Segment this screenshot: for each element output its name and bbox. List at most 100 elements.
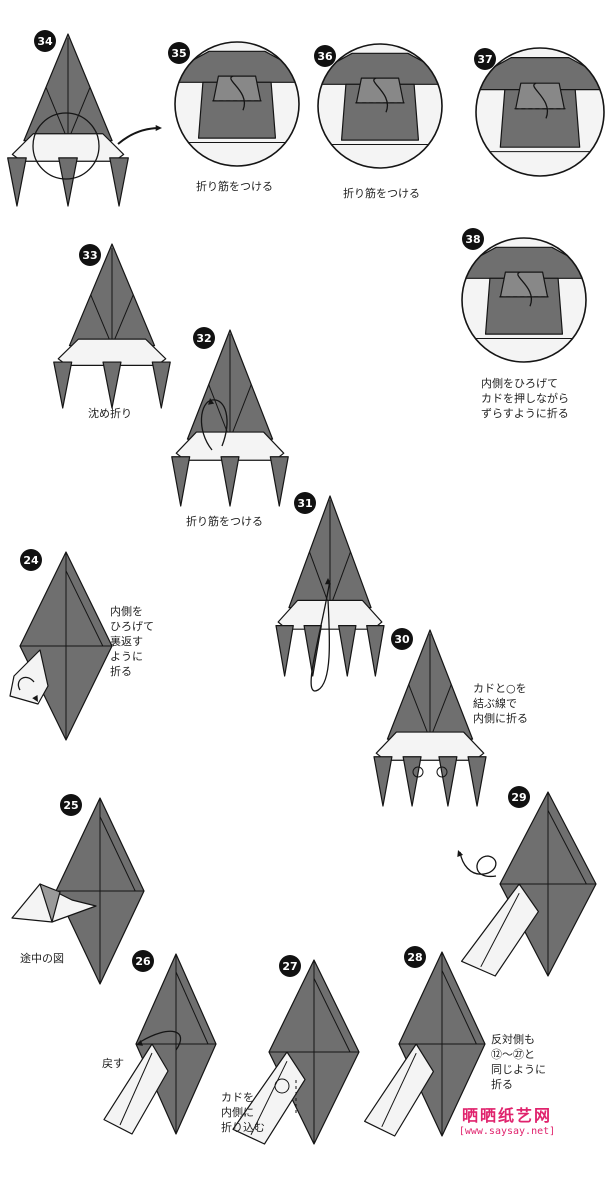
step-29-model — [461, 791, 597, 977]
step-31-model-leg — [338, 624, 357, 677]
step-32-model — [171, 329, 289, 507]
step-30-number: 30 — [391, 628, 413, 650]
step-36-detail-outline — [317, 43, 443, 169]
step-25-number: 25 — [60, 794, 82, 816]
step-34-model-leg — [7, 157, 27, 207]
zoom-arrow — [117, 124, 162, 145]
watermark: 晒晒纸艺网 [www.saysay.net] — [409, 1102, 605, 1137]
step-34-model-leg — [109, 157, 129, 207]
step-26-model-flap-line — [119, 1052, 153, 1126]
step-32-model-leg — [220, 456, 240, 507]
step-33-model-edge-line — [111, 294, 134, 346]
step-26-arrow-head — [136, 1039, 143, 1046]
step-32-model-leg — [269, 456, 289, 507]
step-24-arrow-head — [32, 695, 38, 702]
step-27-model-flap-line — [250, 1060, 288, 1136]
step-27-instruction: カドを 内側に 折り込む — [221, 1091, 265, 1134]
step-35-detail-upper-band — [175, 50, 299, 83]
step-34-zoom-circle — [32, 112, 100, 180]
step-29-turn-arrow-line — [459, 851, 497, 878]
step-25-model — [55, 797, 145, 985]
step-24-model-layer-line — [65, 570, 104, 647]
step-31-arrow — [310, 578, 332, 692]
step-34-model-edge-line — [67, 87, 91, 141]
step-33-model-leg — [53, 361, 73, 409]
step-30-model-edge-line — [429, 684, 452, 740]
step-24-arrow-line — [17, 676, 35, 691]
step-38-detail-outline — [461, 237, 587, 363]
watermark-url: [www.saysay.net] — [458, 1126, 556, 1137]
step-31-model-leg — [275, 624, 294, 677]
step-38-instruction: 内側をひろげて カドを押しながら ずらすように折る — [481, 377, 569, 420]
step-32-model-edge-line — [229, 384, 252, 440]
step-30-mark-circle — [412, 766, 424, 778]
step-35-detail-fold-arrow — [230, 75, 246, 111]
step-26-model-layer-line — [175, 971, 209, 1045]
step-33-number: 33 — [79, 244, 101, 266]
step-27-fold-mark — [274, 1078, 290, 1094]
zoom-arrow-head — [155, 124, 162, 132]
step-24-white-flap — [9, 649, 49, 705]
step-31-model — [275, 495, 385, 677]
step-33-model-white-band — [57, 338, 167, 366]
step-26-number: 26 — [132, 950, 154, 972]
step-31-model-leg — [303, 624, 322, 677]
step-27-model — [232, 959, 360, 1145]
step-25-inner-layer — [39, 883, 61, 923]
step-26-instruction: 戻す — [102, 1057, 124, 1070]
step-29-model-layer-line — [547, 810, 587, 885]
step-27-model-layer-line — [313, 978, 351, 1053]
step-33-model-leg — [102, 361, 122, 409]
step-30-model-leg — [402, 756, 422, 807]
step-37-detail — [476, 48, 604, 176]
step-28-model-flap-line — [381, 1052, 417, 1128]
step-36-number: 36 — [314, 45, 336, 67]
step-28-model-layer-line — [441, 970, 477, 1045]
step-35-detail — [175, 42, 299, 166]
step-38-detail-top-layer — [499, 271, 549, 298]
step-31-model-white-band — [277, 599, 383, 630]
step-31-arrow-line — [310, 579, 331, 692]
step-31-model-edge-line — [329, 551, 351, 608]
step-26-model — [103, 953, 217, 1135]
step-37-detail-fold-arrow — [533, 82, 549, 119]
step-34-model-white-band — [11, 133, 125, 162]
step-32-arrow — [200, 398, 228, 451]
step-30-mark-circle — [436, 766, 448, 778]
step-33-model-leg — [151, 361, 171, 409]
step-25-model-layer-line — [99, 816, 136, 892]
step-29-number: 29 — [508, 786, 530, 808]
step-30-instruction: カドと○を 結ぶ線で 内側に折る — [473, 682, 528, 725]
step-30-model-white-band — [375, 731, 485, 761]
step-32-arrow-head — [208, 398, 215, 405]
step-31-number: 31 — [294, 492, 316, 514]
step-32-instruction: 折り筋をつける — [186, 515, 263, 528]
step-38-detail-fold-arrow — [517, 271, 533, 307]
step-31-model-leg — [366, 624, 385, 677]
step-30-model-leg — [438, 756, 458, 807]
step-33-instruction: 沈め折り — [88, 407, 132, 420]
step-24-number: 24 — [20, 549, 42, 571]
step-25-instruction: 途中の図 — [20, 952, 64, 965]
step-37-detail-outline — [475, 47, 605, 177]
step-37-detail-upper-band — [476, 56, 604, 91]
step-36-detail-upper-band — [318, 52, 442, 85]
zoom-arrow-line — [117, 127, 161, 145]
step-34-model — [7, 33, 129, 207]
step-36-detail — [318, 44, 442, 168]
step-35-detail-outline — [174, 41, 300, 167]
step-32-model-leg — [171, 456, 191, 507]
step-34-number: 34 — [34, 30, 56, 52]
step-24-open-flap — [9, 649, 49, 705]
step-37-number: 37 — [474, 48, 496, 70]
step-36-instruction: 折り筋をつける — [343, 187, 420, 200]
step-34-model-leg — [58, 157, 78, 207]
step-30-model — [373, 629, 487, 807]
step-31-arrow-head — [324, 578, 332, 585]
step-30-model-leg — [467, 756, 487, 807]
step-33-model — [53, 243, 171, 409]
step-29-model-flap-line — [480, 892, 520, 968]
step-33-model-edge-line — [90, 294, 113, 346]
